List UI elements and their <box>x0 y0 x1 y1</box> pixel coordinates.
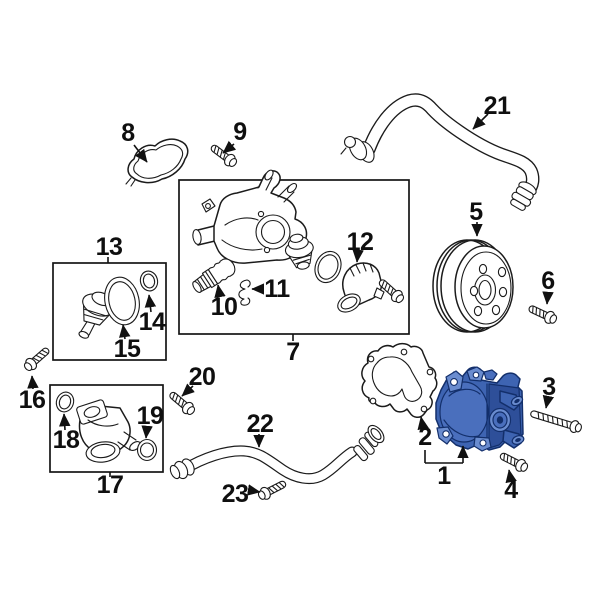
callout-15-thermostat-seal[interactable]: 15 <box>114 335 142 363</box>
callout-arrow <box>133 144 148 163</box>
part-7-o-ring[interactable] <box>310 247 345 286</box>
part-12-water-outlet[interactable] <box>335 262 407 316</box>
callout-arrow <box>59 413 71 431</box>
callout-23-hose-bolt[interactable]: 23 <box>222 480 249 508</box>
callout-1-water-pump[interactable]: 1 <box>437 462 452 490</box>
callout-17-water-inlet-kit[interactable]: 17 <box>97 471 124 499</box>
callout-5-pulley[interactable]: 5 <box>469 198 484 226</box>
callout-arrow <box>352 249 364 263</box>
callout-16-housing-bolt[interactable]: 16 <box>19 386 46 414</box>
callout-arrow <box>181 383 195 397</box>
part-7-thermostat-housing[interactable] <box>192 169 308 264</box>
callout-arrow <box>505 469 517 484</box>
callout-arrow <box>27 375 39 390</box>
callout-8-housing-gasket[interactable]: 8 <box>121 119 136 147</box>
part-17-water-inlet-housing[interactable] <box>76 399 142 464</box>
callout-13-thermostat-kit[interactable]: 13 <box>96 233 123 261</box>
part-22-lower-coolant-hose[interactable] <box>168 422 387 485</box>
callout-7-thermostat-housing-kit[interactable]: 7 <box>286 338 300 366</box>
callout-20-inlet-bolt[interactable]: 20 <box>189 363 216 391</box>
callout-2-water-pump-gasket[interactable]: 2 <box>418 423 432 451</box>
part-5-pulley[interactable] <box>432 239 514 333</box>
part-21-upper-coolant-hose[interactable] <box>340 93 540 212</box>
callout-21-upper-coolant-hose[interactable]: 21 <box>484 92 512 120</box>
callout-12-water-outlet[interactable]: 12 <box>347 228 374 256</box>
callout-arrow <box>472 113 489 130</box>
callout-arrow <box>246 484 261 496</box>
callout-18-inlet-o-ring-upper[interactable]: 18 <box>53 426 81 454</box>
callout-arrow <box>542 291 554 305</box>
callout-arrow <box>119 324 131 340</box>
callout-22-lower-coolant-hose[interactable]: 22 <box>247 410 274 438</box>
part-18-o-ring[interactable] <box>54 390 76 414</box>
callout-arrow <box>214 284 226 299</box>
callout-arrow <box>222 140 237 154</box>
callout-3-pump-bolt-long[interactable]: 3 <box>542 373 556 401</box>
part-1-water-pump-highlighted[interactable] <box>435 366 525 452</box>
part-2-water-pump-gasket[interactable] <box>361 342 438 418</box>
part-13-thermostat[interactable] <box>70 287 118 344</box>
callout-arrow <box>144 294 157 313</box>
part-19-o-ring[interactable] <box>136 438 158 462</box>
callout-11-retainer-clip[interactable]: 11 <box>264 275 291 303</box>
callout-arrow <box>542 394 555 409</box>
part-11-retainer-clip[interactable] <box>238 279 251 306</box>
callout-4-pump-bolt-short[interactable]: 4 <box>504 476 519 504</box>
part-7-thermostat[interactable] <box>283 232 317 272</box>
callout-10-sensor-fitting[interactable]: 10 <box>211 293 238 321</box>
callout-19-inlet-o-ring-lower[interactable]: 19 <box>137 402 164 430</box>
callout-arrow <box>417 416 429 431</box>
callout-9-cover-bolt[interactable]: 9 <box>233 118 247 146</box>
callout-arrow <box>141 425 153 439</box>
part-14-o-ring-small[interactable] <box>138 269 160 293</box>
callout-6-pulley-bolt[interactable]: 6 <box>541 267 555 295</box>
part-10-sensor-fitting[interactable] <box>189 256 238 297</box>
callout-14-o-ring-small[interactable]: 14 <box>139 308 167 336</box>
